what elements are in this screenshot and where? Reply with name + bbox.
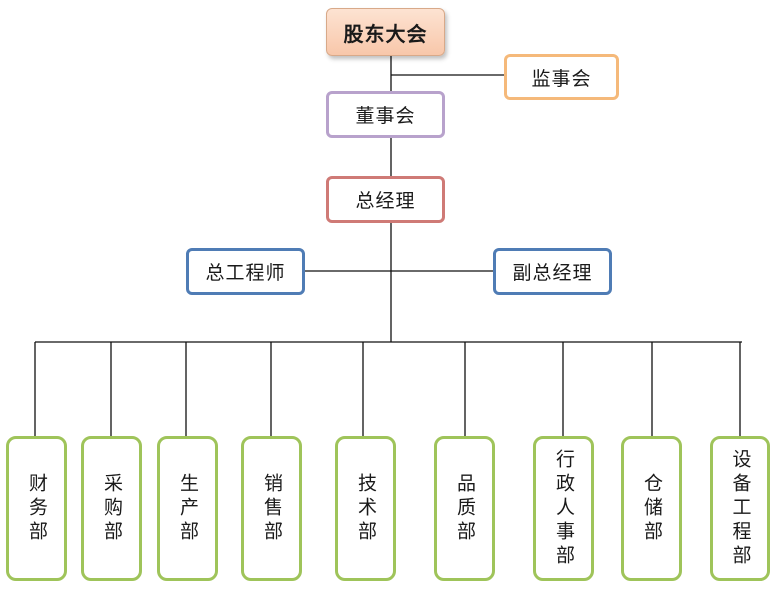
general-manager-box: 总经理 bbox=[326, 176, 445, 223]
department-label: 采购部 bbox=[101, 472, 123, 545]
department-label: 品质部 bbox=[454, 472, 476, 545]
board-of-directors-box: 董事会 bbox=[326, 91, 445, 138]
department-label: 技术部 bbox=[355, 472, 377, 545]
department-label: 生产部 bbox=[177, 472, 199, 545]
deputy-general-manager-box: 副总经理 bbox=[493, 248, 612, 295]
general-manager-label: 总经理 bbox=[355, 190, 416, 212]
department-label: 销售部 bbox=[261, 472, 283, 545]
chief-engineer-label: 总工程师 bbox=[205, 262, 286, 284]
department-box-sales: 销售部 bbox=[241, 436, 302, 581]
shareholders-meeting-label: 股东大会 bbox=[343, 21, 428, 46]
shareholders-meeting-box: 股东大会 bbox=[326, 8, 445, 56]
supervisors-board-label: 监事会 bbox=[531, 67, 592, 90]
department-label: 仓储部 bbox=[641, 472, 663, 545]
department-box-purchasing: 采购部 bbox=[81, 436, 142, 581]
supervisors-board-box: 监事会 bbox=[504, 54, 619, 100]
department-label: 行政人事部 bbox=[553, 448, 575, 569]
department-box-warehouse: 仓储部 bbox=[621, 436, 682, 581]
deputy-general-manager-label: 副总经理 bbox=[512, 262, 593, 284]
department-box-quality: 品质部 bbox=[434, 436, 495, 581]
department-label: 设备工程部 bbox=[729, 448, 752, 569]
department-box-production: 生产部 bbox=[157, 436, 218, 581]
board-of-directors-label: 董事会 bbox=[355, 105, 416, 127]
department-label: 财务部 bbox=[26, 472, 48, 545]
department-box-admin-hr: 行政人事部 bbox=[533, 436, 594, 581]
department-box-finance: 财务部 bbox=[6, 436, 67, 581]
department-box-equipment-engineering: 设备工程部 bbox=[710, 436, 770, 581]
department-box-technology: 技术部 bbox=[335, 436, 396, 581]
chief-engineer-box: 总工程师 bbox=[186, 248, 305, 295]
